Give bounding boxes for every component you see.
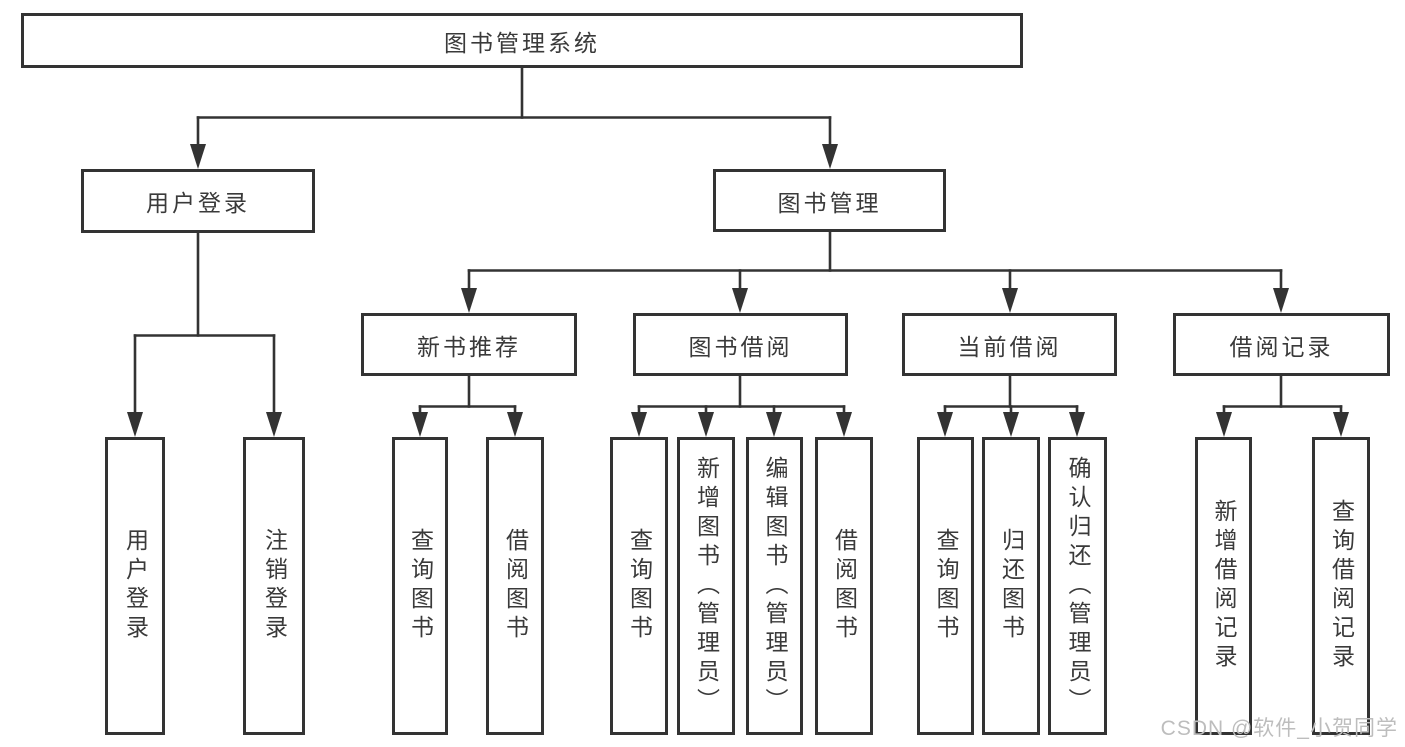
node-label: 查询图书 (407, 528, 434, 644)
node-leaf-query-books-borrow: 查询图书 (610, 437, 668, 735)
node-label: 借阅图书 (502, 528, 529, 644)
node-leaf-borrow-books-recommend: 借阅图书 (486, 437, 544, 735)
connector-root-to-level2 (190, 66, 838, 169)
node-label: 图书管理系统 (444, 29, 600, 56)
node-level3-book-borrow: 图书借阅 (633, 313, 848, 376)
connector-book-borrow-to-leaves (631, 374, 852, 437)
node-label: 查询图书 (626, 528, 653, 644)
node-leaf-query-borrow-record: 查询借阅记录 (1312, 437, 1370, 735)
node-label: 注销登录 (261, 528, 288, 644)
node-leaf-return-books: 归还图书 (982, 437, 1040, 735)
node-label: 图书借阅 (688, 333, 793, 360)
node-root: 图书管理系统 (21, 13, 1023, 68)
node-level3-new-book-recommend: 新书推荐 (361, 313, 577, 376)
node-level3-borrow-records: 借阅记录 (1173, 313, 1390, 376)
node-label: 编辑图书（管理员） (762, 455, 788, 717)
node-leaf-edit-book-admin: 编辑图书（管理员） (746, 437, 803, 735)
node-label: 查询借阅记录 (1328, 499, 1355, 673)
connector-book-management-to-level3 (461, 230, 1289, 313)
node-leaf-query-books-current: 查询图书 (917, 437, 974, 735)
node-leaf-add-book-admin: 新增图书（管理员） (677, 437, 735, 735)
node-label: 查询图书 (933, 528, 959, 644)
connector-user-login-to-leaves (127, 231, 282, 437)
node-leaf-add-borrow-record: 新增借阅记录 (1195, 437, 1252, 735)
connector-new-book-recommend-to-leaves (412, 374, 523, 437)
node-level2-user-login: 用户登录 (81, 169, 315, 233)
node-label: 归还图书 (998, 528, 1025, 644)
node-label: 用户登录 (122, 528, 149, 644)
node-label: 借阅图书 (831, 528, 858, 644)
node-label: 借阅记录 (1229, 333, 1334, 360)
node-leaf-query-books-recommend: 查询图书 (392, 437, 448, 735)
node-label: 新增图书（管理员） (693, 455, 720, 717)
node-label: 图书管理 (777, 189, 882, 216)
node-leaf-confirm-return-admin: 确认归还（管理员） (1048, 437, 1107, 735)
node-label: 当前借阅 (957, 333, 1062, 360)
node-leaf-logout: 注销登录 (243, 437, 305, 735)
node-label: 用户登录 (146, 190, 250, 216)
node-level2-book-management: 图书管理 (713, 169, 946, 232)
node-label: 新增借阅记录 (1211, 499, 1237, 673)
node-level3-current-borrow: 当前借阅 (902, 313, 1117, 376)
csdn-watermark: CSDN @软件_小贺同学 (1160, 717, 1398, 740)
connector-current-borrow-to-leaves (937, 374, 1085, 437)
node-leaf-borrow-books: 借阅图书 (815, 437, 873, 735)
connector-borrow-records-to-leaves (1216, 374, 1349, 437)
node-label: 新书推荐 (417, 333, 521, 360)
node-label: 确认归还（管理员） (1065, 455, 1091, 717)
node-leaf-user-login: 用户登录 (105, 437, 165, 735)
